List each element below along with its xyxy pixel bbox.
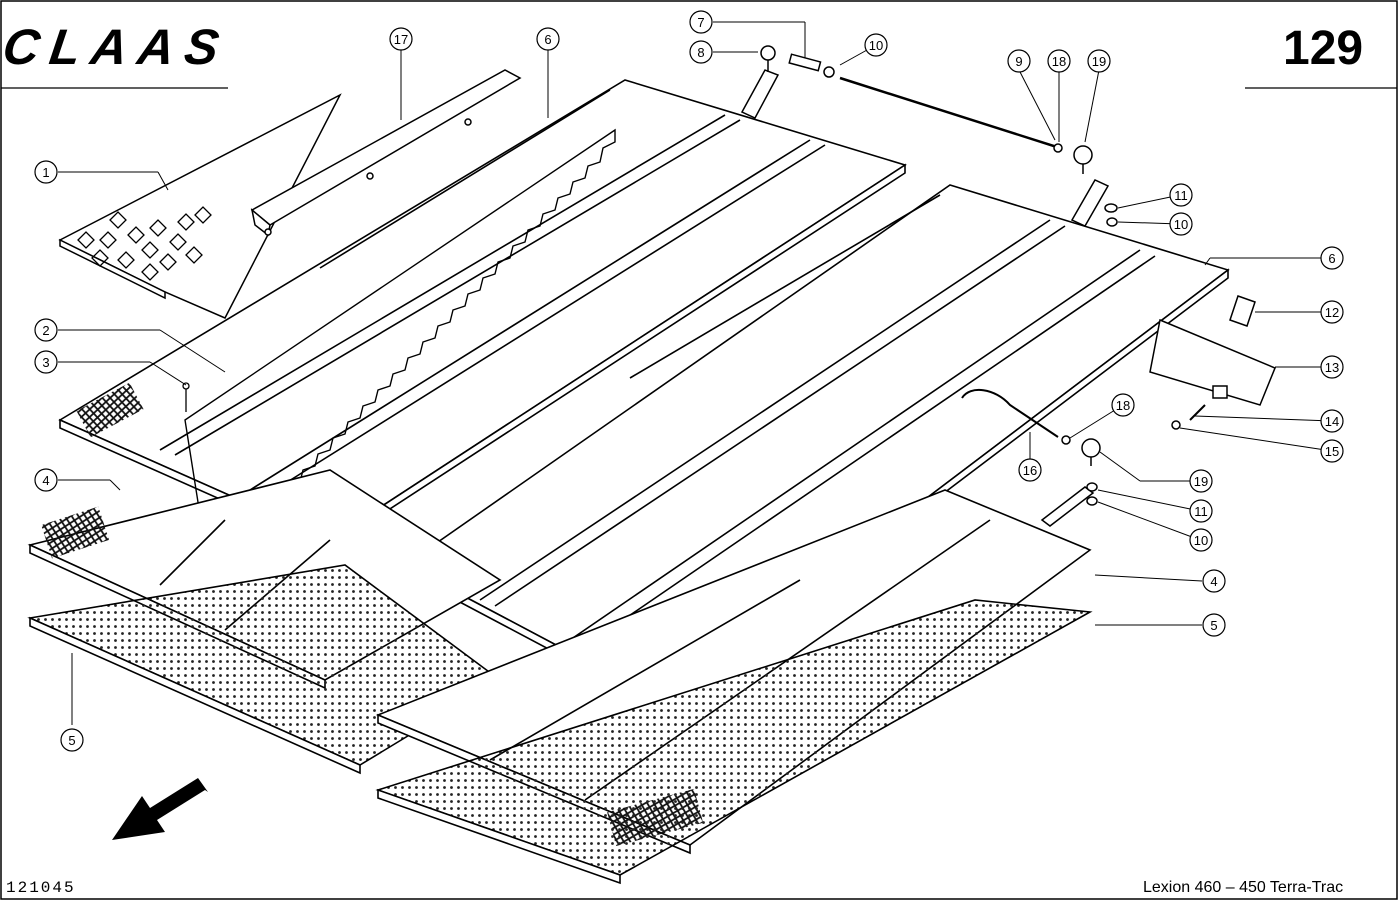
callout-10-low: 10 bbox=[1189, 528, 1213, 552]
part-17-angle-strip bbox=[250, 69, 522, 237]
callout-14: 14 bbox=[1320, 409, 1344, 433]
callout-8: 8 bbox=[689, 40, 713, 64]
svg-text:19: 19 bbox=[1194, 474, 1208, 489]
svg-text:8: 8 bbox=[697, 45, 704, 60]
callout-7: 7 bbox=[689, 10, 713, 34]
svg-text:15: 15 bbox=[1325, 444, 1339, 459]
callout-6-right: 6 bbox=[1320, 246, 1344, 270]
callout-16: 16 bbox=[1018, 458, 1042, 482]
brand-logo: CLAAS bbox=[0, 19, 222, 75]
svg-text:18: 18 bbox=[1052, 54, 1066, 69]
svg-text:11: 11 bbox=[1194, 504, 1208, 519]
svg-text:4: 4 bbox=[1210, 574, 1217, 589]
callout-5-right: 5 bbox=[1202, 613, 1226, 637]
part-5-perforated-plate-right bbox=[375, 599, 1093, 885]
svg-text:7: 7 bbox=[697, 15, 704, 30]
svg-text:1: 1 bbox=[42, 165, 49, 180]
callout-10-top: 10 bbox=[864, 33, 888, 57]
callout-19-low: 19 bbox=[1189, 469, 1213, 493]
callout-11-mid: 11 bbox=[1169, 183, 1193, 207]
callouts: 1 2 3 4 4 5 5 6 6 7 8 9 10 10 10 11 11 1… bbox=[34, 10, 1344, 752]
svg-text:18: 18 bbox=[1116, 398, 1130, 413]
direction-arrow-icon bbox=[112, 778, 208, 840]
callout-18-low: 18 bbox=[1111, 393, 1135, 417]
svg-text:17: 17 bbox=[394, 32, 408, 47]
svg-text:9: 9 bbox=[1015, 54, 1022, 69]
svg-text:5: 5 bbox=[68, 733, 75, 748]
linkage-hardware bbox=[740, 45, 1276, 527]
svg-text:10: 10 bbox=[1194, 533, 1208, 548]
drawing-id: 121045 bbox=[6, 879, 76, 897]
callout-5-left: 5 bbox=[60, 728, 84, 752]
callout-2: 2 bbox=[34, 318, 58, 342]
callout-3: 3 bbox=[34, 350, 58, 374]
svg-text:3: 3 bbox=[42, 355, 49, 370]
page-number: 129 bbox=[1283, 22, 1363, 75]
part-1-grain-pan bbox=[58, 93, 342, 319]
svg-text:10: 10 bbox=[1174, 217, 1188, 232]
callout-11-low: 11 bbox=[1189, 499, 1213, 523]
callout-13: 13 bbox=[1320, 355, 1344, 379]
callout-10-mid: 10 bbox=[1169, 212, 1193, 236]
chevron-pattern bbox=[77, 206, 212, 281]
callout-6-left: 6 bbox=[536, 27, 560, 51]
callout-4-right: 4 bbox=[1202, 569, 1226, 593]
svg-text:6: 6 bbox=[1328, 251, 1335, 266]
callout-17: 17 bbox=[389, 27, 413, 51]
svg-text:5: 5 bbox=[1210, 618, 1217, 633]
svg-text:2: 2 bbox=[42, 323, 49, 338]
callout-9: 9 bbox=[1007, 49, 1031, 73]
svg-text:12: 12 bbox=[1325, 305, 1339, 320]
callout-15: 15 bbox=[1320, 439, 1344, 463]
svg-text:11: 11 bbox=[1174, 188, 1188, 203]
svg-text:16: 16 bbox=[1023, 463, 1037, 478]
svg-text:14: 14 bbox=[1325, 414, 1339, 429]
svg-text:19: 19 bbox=[1092, 54, 1106, 69]
callout-4-left: 4 bbox=[34, 468, 58, 492]
callout-1: 1 bbox=[34, 160, 58, 184]
svg-text:6: 6 bbox=[544, 32, 551, 47]
svg-text:10: 10 bbox=[869, 38, 883, 53]
svg-text:4: 4 bbox=[42, 473, 49, 488]
svg-text:13: 13 bbox=[1325, 360, 1339, 375]
callout-18-top: 18 bbox=[1047, 49, 1071, 73]
model-name: Lexion 460 – 450 Terra-Trac bbox=[1143, 879, 1343, 896]
callout-12: 12 bbox=[1320, 300, 1344, 324]
callout-19-top: 19 bbox=[1087, 49, 1111, 73]
